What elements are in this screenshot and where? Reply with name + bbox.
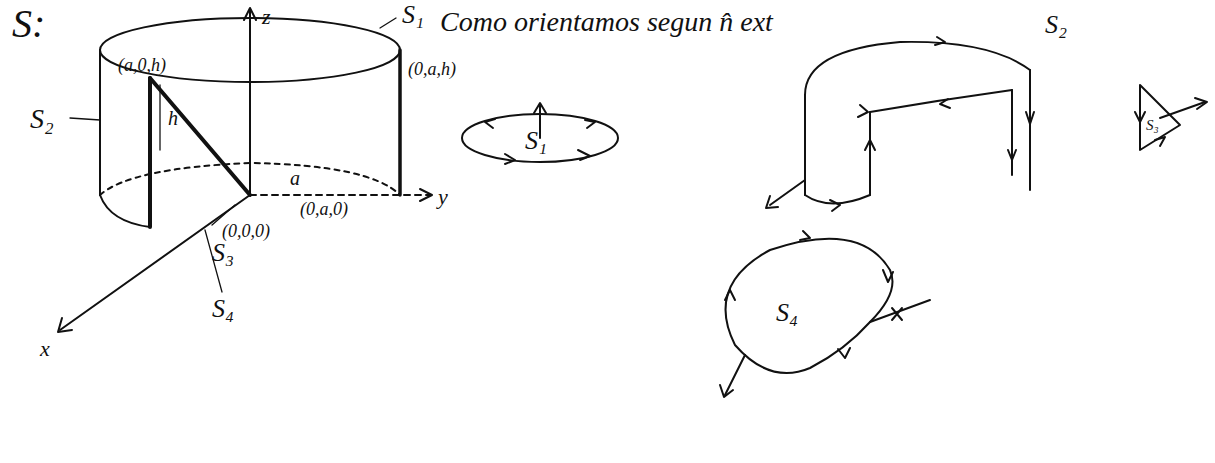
- point-label: (a,0,h): [118, 56, 166, 74]
- axis-label: y: [438, 186, 448, 208]
- part-name: S₂: [1045, 12, 1067, 38]
- part-name: S₄: [212, 296, 234, 322]
- dimension: a: [290, 168, 300, 188]
- part-name: S₂: [30, 105, 54, 133]
- axis-label: x: [40, 338, 50, 360]
- axis-label: z: [262, 6, 271, 28]
- part-name: S₁: [402, 2, 424, 28]
- part-name: S₃: [212, 240, 234, 266]
- point-label: (0,a,h): [408, 60, 456, 78]
- point-label: (0,0,0): [222, 222, 270, 240]
- note: Como orientamos segun n̂ ext: [440, 8, 773, 36]
- dimension: h: [168, 108, 178, 128]
- part-name: S₄: [776, 300, 798, 326]
- point-label: (0,a,0): [300, 200, 348, 218]
- surface-name: S:: [12, 4, 45, 44]
- part-name: S₁: [525, 128, 547, 154]
- part-name: S₃: [1146, 118, 1159, 133]
